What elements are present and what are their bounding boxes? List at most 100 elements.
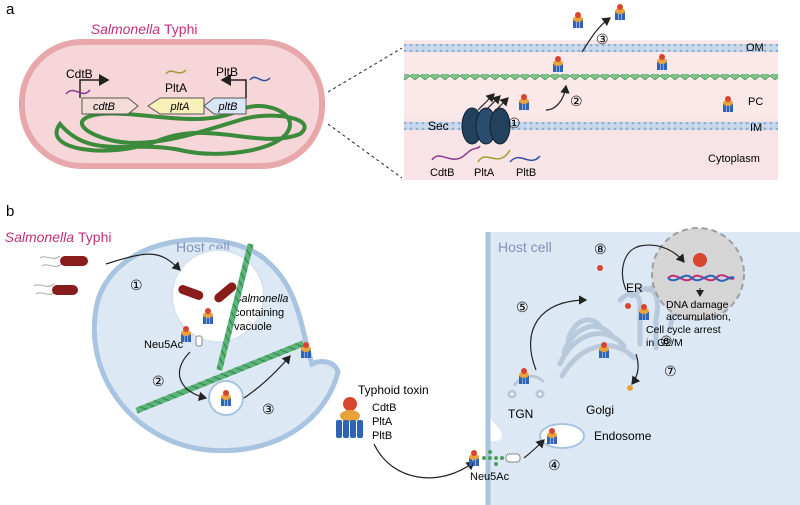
neu5ac-left-label: Neu5Ac (144, 339, 184, 351)
step-a2: ② (570, 94, 583, 110)
sec-subunit-3 (489, 107, 511, 145)
cyto-label-PltB: PltB (516, 167, 536, 179)
mrna-pltB (249, 76, 271, 82)
outer-membrane (404, 44, 778, 52)
step-b2: ② (152, 374, 165, 390)
gene-pltA-label: pltA (170, 101, 190, 113)
sec-arrow-3 (493, 97, 509, 113)
cdtb-cytosol-dot (597, 265, 603, 271)
mrna-cdtB (65, 89, 91, 95)
arrow-b5 (529, 295, 588, 371)
cyto-chain-PltA (477, 149, 511, 163)
bacterium-free-2 (33, 283, 78, 295)
step-b5: ⑤ (516, 300, 529, 316)
cyto-label-PltA: PltA (474, 167, 495, 179)
scv-genus: Salmonella (234, 293, 288, 305)
sec-arrow-1 (477, 93, 495, 111)
cyto-chain-PltB (509, 155, 541, 163)
cyto-chain-CdtB (431, 145, 481, 161)
step-a3: ③ (596, 32, 609, 48)
sec-label: Sec (428, 119, 449, 133)
gene-cdtB (81, 97, 139, 115)
arrow-a2 (545, 84, 570, 111)
toxin-receptor-right (469, 450, 479, 466)
neu5ac-right-label: Neu5Ac (470, 471, 510, 483)
sec-arrow-2 (485, 95, 501, 111)
receptor-left (195, 335, 203, 347)
arrow-b1 (105, 253, 181, 271)
step-b3: ③ (262, 402, 275, 418)
label-PC: PC (748, 96, 763, 108)
endosome-label: Endosome (594, 429, 652, 443)
nucleus-text-2: accumulation, (666, 311, 731, 323)
cdtb-er-dot (625, 303, 631, 309)
step-a1: ① (508, 116, 521, 132)
vacuole-bacterium-2 (214, 282, 237, 303)
legend-CdtB: CdtB (372, 402, 396, 414)
cdtb-nucleus (693, 253, 707, 267)
vacuole-bacterium-1 (178, 285, 204, 300)
filament-diagonal (135, 340, 305, 414)
er-label: ER (626, 281, 643, 295)
step-b4: ④ (548, 458, 561, 474)
nucleus-text-3: Cell cycle arrest (646, 324, 721, 336)
arrow-b7 (631, 353, 641, 385)
legend-PltA: PltA (372, 416, 393, 428)
arrow-to-target-cell (373, 443, 475, 479)
cyto-label-CdtB: CdtB (430, 167, 454, 179)
filament-vertical (216, 243, 254, 371)
arrow-b4 (523, 439, 545, 459)
nucleus-text-1: DNA damage (666, 299, 729, 311)
legend-PltA-shape (340, 410, 360, 422)
host-cell-right-label: Host cell (498, 239, 552, 255)
pltA-released-dot (627, 385, 633, 391)
peptidoglycan-layer (404, 74, 778, 80)
promoter-plt-arrow (220, 74, 247, 98)
step-b1: ① (130, 278, 143, 294)
inner-membrane (404, 122, 778, 130)
step-b7: ⑦ (664, 364, 677, 380)
gene-pltB-label: pltB (218, 101, 238, 113)
golgi-stack (557, 317, 637, 379)
tgn-label: TGN (508, 407, 533, 421)
legend-PltB: PltB (372, 430, 392, 442)
dna-helix (667, 274, 735, 282)
protein-PltB-label: PltB (216, 65, 238, 79)
glycan-chain (482, 450, 504, 466)
zoom-line-bottom (327, 123, 403, 179)
bacterium-free-1 (39, 255, 88, 267)
scv-line2: containing (234, 307, 284, 319)
scv-line3: vacuole (234, 321, 272, 333)
legend-title: Typhoid toxin (358, 383, 429, 397)
bacteria-genus: Salmonella (5, 229, 74, 245)
legend-CdtB-shape (343, 397, 357, 411)
gene-pltB (203, 97, 247, 115)
gene-cdtB-label: cdtB (93, 101, 115, 113)
chromosome-dna (54, 104, 307, 156)
mrna-pltA (165, 69, 187, 75)
nucleus-text-4: in G2/M (646, 337, 683, 349)
label-OM: OM (746, 42, 764, 54)
zoom-line-top (327, 47, 403, 93)
legend-PltB-shape (336, 420, 363, 438)
panel-b-label: b (6, 203, 14, 220)
toxin-secreted-1 (573, 12, 583, 28)
protein-CdtB-label: CdtB (66, 67, 93, 81)
arrow-b3 (243, 355, 291, 399)
receptor-right (505, 453, 521, 463)
arrow-a3 (581, 17, 611, 53)
panel-a-label: a (6, 1, 15, 18)
golgi-label: Golgi (586, 403, 614, 417)
step-b8: ⑧ (594, 242, 607, 258)
nucleus (651, 227, 745, 321)
arrow-b2 (178, 351, 208, 402)
endosome (539, 423, 585, 449)
toxin-secreted-2 (615, 4, 625, 20)
bacterium-species: Typhi (164, 21, 197, 37)
step-b6: ⑥ (660, 334, 673, 350)
arrow-b8 (621, 244, 685, 291)
bacterium-genus: Salmonella (91, 21, 160, 37)
label-cytoplasm: Cytoplasm (708, 153, 760, 165)
